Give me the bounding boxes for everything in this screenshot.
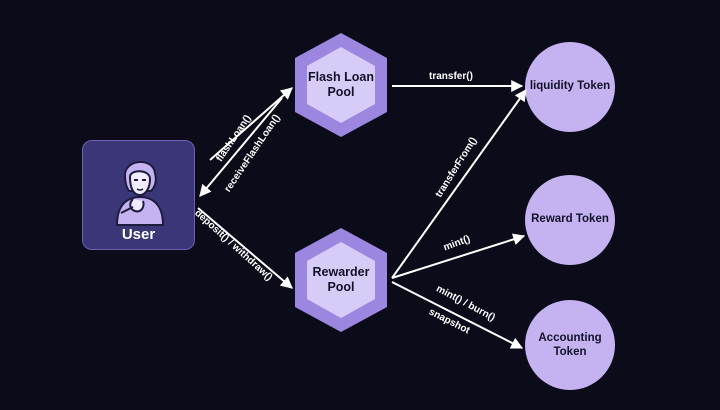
accounting-token-circle [525, 300, 615, 390]
accounting-token-label: Accounting Token [538, 332, 602, 358]
flash-loan-pool-label: Flash Loan Pool [308, 70, 374, 99]
reward-token-circle [525, 175, 615, 265]
flash-loan-arrow [209, 87, 293, 161]
user-avatar-icon [115, 161, 165, 226]
receive-flash-loan-arrow [199, 97, 283, 197]
liquidity-token-label: liquidity Token [529, 80, 611, 93]
transfer-edge-label: transfer() [429, 71, 473, 82]
transfer-from-arrow [391, 89, 527, 279]
user-card: User [82, 140, 195, 250]
liquidity-token-circle [525, 42, 615, 132]
mint-arrow [391, 233, 526, 279]
reward-token-label: Reward Token [531, 213, 609, 226]
deposit-withdraw-arrow [197, 207, 293, 289]
mint-burn-arrow [391, 281, 524, 349]
rewarder-pool-hexagon [295, 228, 387, 332]
rewarder-pool-label: Rewarder Pool [312, 265, 370, 294]
flash-loan-pool-hexagon [295, 33, 387, 137]
user-label: User [121, 226, 156, 243]
